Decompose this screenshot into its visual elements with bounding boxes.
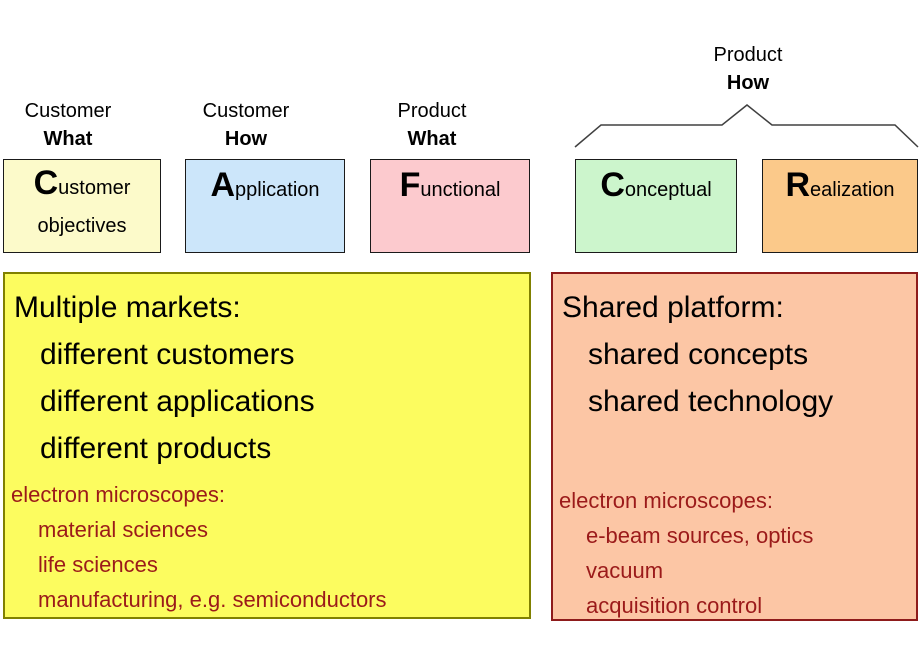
column-header-customer-how: Customer How [176,97,316,153]
example-heading: electron microscopes: [11,482,225,507]
panel-item: different products [40,432,272,465]
markets-panel-main-text: Multiple markets: different customers di… [5,284,529,472]
box-initial: R [785,166,811,204]
column-header-line2: What [43,128,93,150]
cafcr-box-conceptual: Conceptual [575,159,737,253]
box-initial: C [600,166,625,204]
column-header-product-how: Product How [678,41,818,97]
platform-panel: Shared platform: shared concepts shared … [551,272,918,621]
example-item: acquisition control [586,593,763,618]
panel-item: different applications [40,385,315,418]
markets-panel: Multiple markets: different customers di… [3,272,531,619]
example-item: vacuum [586,558,664,583]
panel-item: shared concepts [588,338,809,371]
panel-item: different customers [40,338,295,371]
cafcr-box-functional: Functional [370,159,530,253]
cafcr-box-customer-objectives: Customer objectives [3,159,161,253]
product-how-brace [574,104,919,148]
example-item: manufacturing, e.g. semiconductors [38,587,387,612]
cafcr-box-realization: Realization [762,159,918,253]
column-header-line2: How [224,128,268,150]
box-rest: onceptual [624,179,712,201]
column-header-line1: Product [397,100,467,122]
column-header-product-what: Product What [362,97,502,153]
box-initial: F [399,166,421,204]
box-rest: pplication [235,179,320,201]
box-label-line1: Realization [785,165,894,210]
example-item: material sciences [38,517,208,542]
example-item: life sciences [38,552,158,577]
column-header-line1: Customer [202,100,290,122]
panel-item: shared technology [588,385,834,418]
box-label-line1: Functional [400,165,501,210]
box-label-line1: Conceptual [600,165,711,210]
column-header-customer-what: Customer What [0,97,138,153]
column-header-line1: Customer [24,100,112,122]
cafcr-box-application: Application [185,159,345,253]
box-initial: C [33,164,59,202]
panel-heading: Shared platform: [562,291,784,324]
example-item: e-beam sources, optics [586,523,814,548]
box-initial: A [210,166,236,204]
box-label-line2: objectives [37,215,127,237]
box-rest: ealization [810,179,895,201]
box-label-line1: Customer [34,164,131,207]
box-rest: unctional [420,179,501,201]
column-header-line2: What [407,128,457,150]
markets-panel-example-text: electron microscopes: material sciences … [5,477,529,617]
platform-panel-main-text: Shared platform: shared concepts shared … [553,284,916,425]
example-heading: electron microscopes: [559,488,773,513]
platform-panel-example-text: electron microscopes: e-beam sources, op… [553,483,916,623]
box-rest: ustomer [58,177,131,199]
box-label-line1: Application [210,165,319,210]
column-header-line2: How [726,72,770,94]
panel-heading: Multiple markets: [14,291,241,324]
column-header-line1: Product [713,44,783,66]
